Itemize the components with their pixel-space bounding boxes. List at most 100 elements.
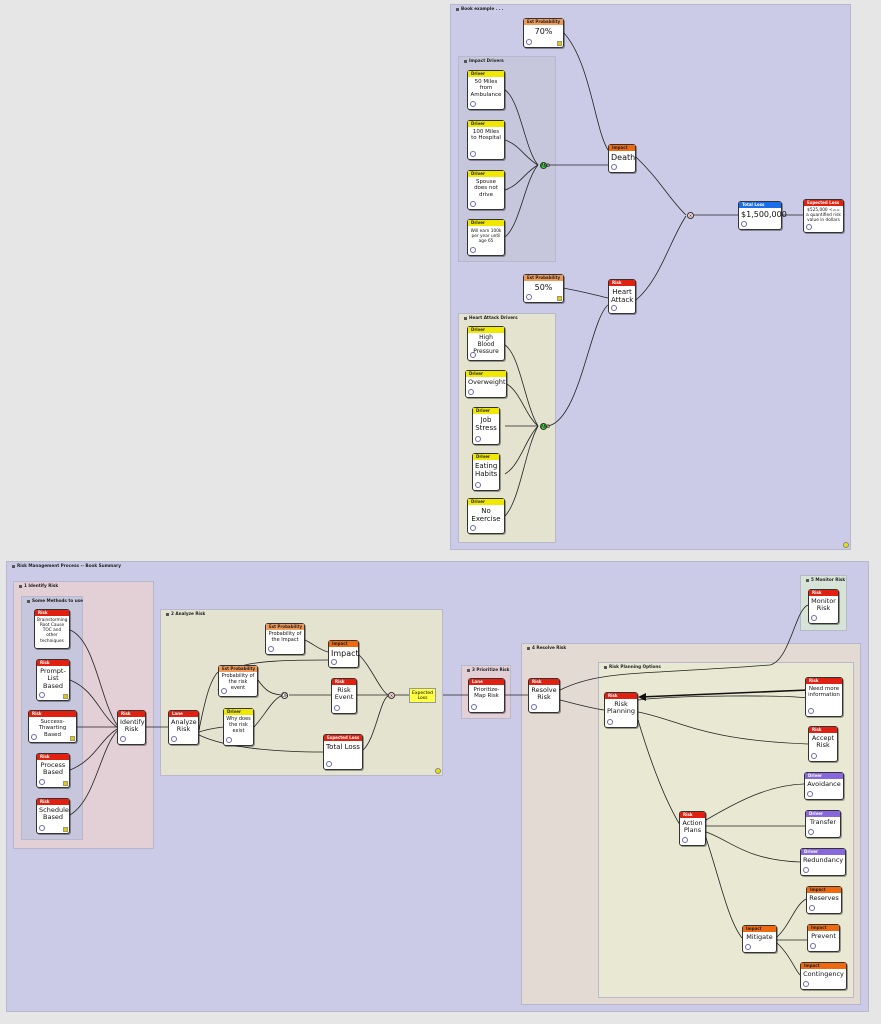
or-gate-analyze[interactable]: OR (281, 692, 288, 699)
pie-icon (526, 294, 532, 300)
help-icon (531, 704, 537, 710)
risk-node-need-info[interactable]: Risk Need more information (805, 677, 843, 717)
node-label: Eating Habits (475, 462, 498, 479)
method-node-process[interactable]: Risk Process Based (36, 753, 70, 788)
node-type: Risk (609, 280, 635, 286)
driver-node-job-stress[interactable]: Driver Job Stress (472, 407, 500, 445)
help-icon (808, 708, 814, 714)
group-title: 4 Resolve Risk (527, 645, 566, 650)
impact-node-contingency[interactable]: Impact Contingency (800, 962, 847, 990)
node-label: Transfer (809, 818, 837, 826)
pie-icon (39, 825, 45, 831)
group-title: Risk Planning Options (604, 664, 661, 669)
help-icon (682, 837, 688, 843)
pie-icon (526, 39, 532, 45)
and-gate-heart-attack[interactable]: AND (540, 423, 550, 430)
node-type: Risk (332, 679, 356, 685)
risk-event-node[interactable]: Risk Risk Event (331, 678, 357, 714)
driver-node-spouse[interactable]: Driver Spouse does not drive (467, 170, 505, 210)
impact-node-prevent[interactable]: Impact Prevent (807, 924, 840, 952)
probability-node-risk-event[interactable]: Est Probability Probability of the risk … (218, 665, 258, 697)
node-type: Driver (801, 849, 845, 855)
node-label: Process Based (40, 761, 66, 777)
risk-node-monitor[interactable]: Risk Monitor Risk (808, 589, 839, 624)
help-icon (807, 791, 813, 797)
node-type: Driver (806, 811, 840, 817)
risk-node-planning[interactable]: Risk Risk Planning (604, 692, 638, 728)
group-title: 5 Monitor Risk (806, 577, 845, 582)
probability-node-50[interactable]: Est Probability 50% (523, 274, 564, 303)
probability-node-impact[interactable]: Est Probability Probability of the Impac… (265, 623, 305, 655)
node-label: $1,500,000 (741, 210, 787, 219)
and-gate-impact[interactable]: AND (540, 162, 550, 169)
node-label: Probability of the Impact (268, 631, 302, 643)
node-label: 70% (534, 27, 553, 36)
impact-node-reserves[interactable]: Impact Reserves (806, 886, 842, 914)
method-node-brainstorming[interactable]: Risk Brainstorming Root Cause TOC and ot… (34, 609, 70, 649)
node-label: $525,000 <== a quantified risk value in … (806, 208, 841, 224)
pie-icon (31, 734, 37, 740)
expected-loss-note[interactable]: Expected Loss (409, 688, 436, 703)
driver-node-earnings[interactable]: Driver Will earn 100k per year until age… (467, 219, 505, 256)
total-loss-node-analyze[interactable]: Expected Loss Total Loss (323, 734, 363, 770)
risk-node-accept[interactable]: Risk Accept Risk (808, 726, 838, 762)
handle-icon (63, 827, 68, 832)
node-label: Identify Risk (120, 718, 145, 734)
pie-icon (806, 224, 812, 230)
driver-node-overweight[interactable]: Driver Overweight (465, 370, 507, 398)
driver-node-eating-habits[interactable]: Driver Eating Habits (472, 453, 500, 491)
node-label: Prompt-List Based (40, 667, 66, 690)
driver-node-avoidance[interactable]: Driver Avoidance (804, 772, 844, 800)
method-node-schedule[interactable]: Risk Schedule Based (36, 798, 70, 834)
driver-icon (470, 101, 476, 107)
resize-handle[interactable] (435, 768, 441, 774)
node-label: Monitor Risk (811, 597, 836, 613)
node-label: Job Stress (475, 416, 497, 433)
pie-icon (334, 705, 340, 711)
node-type: Risk (605, 693, 637, 699)
multiply-gate-analyze[interactable]: × (388, 692, 395, 699)
lane-node-identify-risk[interactable]: Risk Identify Risk (117, 710, 146, 745)
impact-node-death[interactable]: Impact Death (608, 144, 636, 173)
handle-icon (557, 296, 562, 301)
probability-node-70[interactable]: Est Probability 70% (523, 18, 564, 48)
driver-node-100-miles[interactable]: Driver 100 Miles to Hospital (467, 120, 505, 160)
driver-node-redundancy[interactable]: Driver Redundancy (800, 848, 846, 876)
driver-node-high-blood-pressure[interactable]: Driver High Blood Pressure (467, 326, 505, 361)
driver-node-50-miles[interactable]: Driver 50 Miles from Ambulance (467, 70, 505, 110)
total-loss-node[interactable]: Total Loss $1,500,000 (738, 201, 787, 230)
group-title: Some Methods to use (27, 598, 83, 603)
driver-node-why[interactable]: Driver Why does the risk exist (223, 708, 254, 746)
help-icon (607, 719, 613, 725)
multiply-gate-top[interactable]: × (687, 212, 694, 219)
node-type: Risk (529, 679, 559, 685)
risk-node-action-plans[interactable]: Risk Action Plans (679, 811, 706, 846)
pie-icon (326, 761, 332, 767)
impact-node-analyze[interactable]: Impact Impact (328, 640, 359, 668)
handle-icon (70, 736, 75, 741)
node-label: Avoidance (807, 780, 841, 788)
risk-node-heart-attack[interactable]: Risk Heart Attack (608, 279, 636, 314)
node-label: Total Loss (326, 743, 360, 751)
node-label: Risk Planning (607, 700, 635, 716)
help-icon (803, 867, 809, 873)
lane-node-prioritize[interactable]: Lane Prioritize-Map Risk (468, 678, 505, 713)
driver-icon (470, 201, 476, 207)
expected-loss-node[interactable]: Expected Loss $525,000 <== a quantified … (803, 199, 844, 233)
driver-node-transfer[interactable]: Driver Transfer (805, 810, 841, 838)
method-node-prompt-list[interactable]: Risk Prompt-List Based (36, 659, 70, 701)
node-label: Probability of the risk event (221, 673, 255, 691)
method-node-success-thwarting[interactable]: Risk Success-Thwarting Based (28, 710, 77, 743)
impact-node-mitigate[interactable]: Impact Mitigate (742, 925, 777, 953)
driver-icon (475, 482, 481, 488)
help-icon (745, 944, 751, 950)
risk-node-resolve[interactable]: Risk Resolve Risk (528, 678, 560, 713)
node-type: Risk (37, 799, 69, 805)
node-type: Driver (473, 454, 499, 460)
pie-icon (221, 688, 227, 694)
node-label: Heart Attack (611, 288, 634, 305)
resize-handle[interactable] (843, 542, 849, 548)
lane-node-analyze-risk[interactable]: Lane Analyze Risk (168, 710, 199, 745)
driver-node-no-exercise[interactable]: Driver No Exercise (467, 498, 505, 534)
node-label: Reserves (809, 894, 839, 902)
